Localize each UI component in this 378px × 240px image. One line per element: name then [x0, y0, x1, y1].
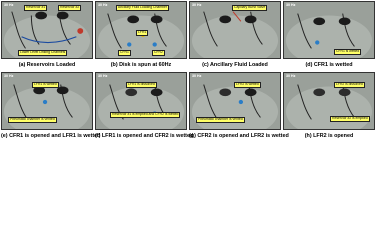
callout-lfr1: LFR1 [136, 30, 149, 36]
callout-ancillary-chamber: Ancillary Fluid Loading Chamber [116, 5, 170, 11]
callout-lfr2-dissolved: LFR2 is dissolved [334, 82, 365, 88]
callout-cfr1-wetted: CFR1 is wetted [334, 49, 362, 55]
caption-d: (d) CFR1 is wetted [305, 62, 353, 68]
panel-f: 30 Hz LFR1 is dissolved Reservoir #1 is … [95, 72, 187, 130]
caption-b: (b) Disk is spun at 60Hz [110, 62, 172, 68]
speed-label: 30 Hz [98, 74, 108, 78]
disk-photo-a [2, 2, 92, 58]
disk-photo-c [190, 2, 280, 58]
callout-cfr1: CFR1 [118, 50, 131, 56]
caption-a: (a) Reservoirs Loaded [18, 62, 76, 68]
speed-label: 30 Hz [4, 3, 14, 7]
caption-c: (c) Ancillary Fluid Loaded [202, 62, 268, 68]
callout-cfr2: CFR2 [152, 50, 165, 56]
panel-g: 30 Hz LFR2 is wetted Pneumatic chamber i… [189, 72, 281, 130]
panel-a: 30 Hz Reservoir #1 Reservoir #2 Lower Le… [1, 1, 93, 59]
callout-lfr2-wetted: LFR2 is wetted [234, 82, 261, 88]
caption-h: (h) LFR2 is opened [304, 133, 354, 139]
speed-label: 30 Hz [192, 3, 202, 7]
speed-label: 30 Hz [98, 3, 108, 7]
callout-pneumatic-vented: Pneumatic chamber is vented [8, 117, 57, 123]
callout-reservoir-2: Reservoir #2 [58, 5, 82, 11]
panel-e: 30 Hz LFR1 is wetted Pneumatic chamber i… [1, 72, 93, 130]
callout-lfr1-dissolved: LFR1 is dissolved [126, 82, 157, 88]
disk-photo-b [96, 2, 186, 58]
panel-h: 30 Hz LFR2 is dissolved Reservoir #2 is … [283, 72, 375, 130]
callout-pneumatic-vented: Pneumatic chamber is vented [196, 117, 245, 123]
panel-b: 30 Hz Ancillary Fluid Loading Chamber LF… [95, 1, 187, 59]
disk-photo-d [284, 2, 374, 58]
speed-label: 30 Hz [192, 74, 202, 78]
caption-f: (f) LFR1 is opened and CFR2 is wetted [95, 133, 194, 139]
panel-c: 30 Hz Capillary Burst Valve [189, 1, 281, 59]
panel-d: 30 Hz CFR1 is wetted [283, 1, 375, 59]
callout-reservoir1-emptied: Reservoir #1 is emptied and CFR2 is wett… [110, 112, 181, 118]
callout-linking-channels: Lower Level Linking Channels [18, 50, 68, 56]
callout-reservoir-1: Reservoir #1 [24, 5, 48, 11]
speed-label: 30 Hz [4, 74, 14, 78]
caption-e: (e) CFR1 is opened and LFR1 is wetted [1, 133, 101, 139]
speed-label: 30 Hz [286, 74, 296, 78]
speed-label: 30 Hz [286, 3, 296, 7]
callout-reservoir2-emptied: Reservoir #2 is emptied [330, 116, 370, 122]
caption-g: (g) CFR2 is opened and LFR2 is wetted [189, 133, 289, 139]
callout-burst-valve: Capillary Burst Valve [232, 5, 268, 11]
callout-lfr1-wetted: LFR1 is wetted [32, 82, 59, 88]
